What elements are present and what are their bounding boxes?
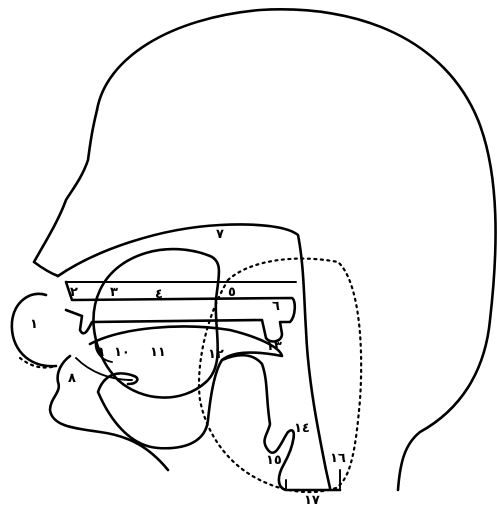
face-profile xyxy=(34,110,97,276)
label-6: ٦ xyxy=(272,299,280,314)
larynx-box xyxy=(286,470,340,490)
label-14: ١٤ xyxy=(294,421,310,436)
label-1: ١ xyxy=(30,317,38,332)
label-9: ٩ xyxy=(96,345,104,360)
label-7: ٧ xyxy=(216,227,224,242)
label-15: ١٥ xyxy=(266,453,282,468)
label-5: ٥ xyxy=(228,285,236,300)
label-10: ١٠ xyxy=(114,345,130,360)
label-11: ١١ xyxy=(150,345,166,360)
label-4: ٤ xyxy=(155,287,163,302)
oral-cavity-circle xyxy=(94,249,219,397)
label-17: ١٧ xyxy=(304,493,320,508)
label-2: ٢ xyxy=(70,285,78,300)
label-8: ٨ xyxy=(68,371,76,386)
label-13: ١٣ xyxy=(266,339,282,354)
label-3: ٣ xyxy=(110,285,118,300)
pharynx xyxy=(222,355,340,490)
label-12: ١٢ xyxy=(208,347,224,362)
label-16: ١٦ xyxy=(330,451,346,466)
